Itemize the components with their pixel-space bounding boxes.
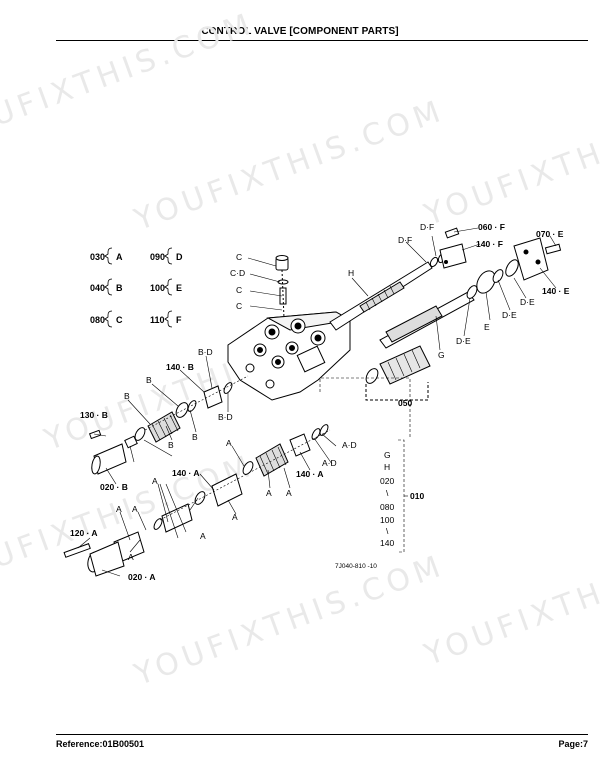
end-plate-f xyxy=(439,227,467,269)
spring-assembly-050 xyxy=(365,345,431,401)
callout-label: B xyxy=(146,375,152,385)
footer-rule xyxy=(56,734,588,735)
callout-label: 140 · A xyxy=(296,469,324,479)
callout-label: B·D xyxy=(198,347,213,357)
callout-label: A xyxy=(266,488,272,498)
legend-num: 080 xyxy=(90,315,105,325)
reference-number: Reference:01B00501 xyxy=(56,739,145,749)
callout-label: 020 · B xyxy=(100,482,128,492)
legend-letter: C xyxy=(116,315,123,325)
stack-item: \ xyxy=(386,526,389,536)
callout-label: H xyxy=(348,268,354,278)
callout-labels: C C·D C C H D·F D·F 060 · F 140 · F 070 … xyxy=(70,222,570,582)
stack-item: 080 xyxy=(380,502,394,512)
drawing-code: 7J040-810 -10 xyxy=(335,563,377,570)
spool-h xyxy=(329,252,447,331)
callout-label: 140 · B xyxy=(166,362,194,372)
legend-letter: F xyxy=(176,315,182,325)
callout-label: A·D xyxy=(342,440,357,450)
callout-label: 140 · E xyxy=(542,286,570,296)
callout-label: B xyxy=(192,432,198,442)
legend-letter: B xyxy=(116,283,123,293)
spool-a-parts xyxy=(63,424,331,577)
callout-label: D·E xyxy=(520,297,535,307)
callout-label: A xyxy=(152,476,158,486)
callout-label: A xyxy=(226,438,232,448)
legend-num: 030 xyxy=(90,252,105,262)
callout-label: B xyxy=(168,440,174,450)
callout-label: C xyxy=(236,301,242,311)
callout-label: 130 · B xyxy=(80,410,108,420)
callout-label: D·E xyxy=(502,310,517,320)
header-rule xyxy=(56,40,588,41)
stack-item: H xyxy=(384,462,390,472)
callout-label: B·D xyxy=(218,412,233,422)
stack-item: G xyxy=(384,450,391,460)
callout-label: B xyxy=(124,391,130,401)
page-title: CONTROL VALVE [COMPONENT PARTS] xyxy=(201,26,399,37)
callout-label: C xyxy=(236,285,242,295)
callout-label: A xyxy=(200,531,206,541)
callout-label: 140 · F xyxy=(476,239,503,249)
legend-num: 100 xyxy=(150,283,165,293)
callout-label: A xyxy=(128,552,134,562)
callout-label: A xyxy=(132,504,138,514)
callout-label: 120 · A xyxy=(70,528,98,538)
callout-label: 140 · A xyxy=(172,468,200,478)
callout-label: C xyxy=(236,252,242,262)
callout-label: A xyxy=(232,512,238,522)
callout-label: A·D xyxy=(322,458,337,468)
callout-label: G xyxy=(438,350,445,360)
stack-item: \ xyxy=(386,488,389,498)
callout-label: 010 xyxy=(410,491,424,501)
spool-g xyxy=(379,237,562,349)
leader-lines xyxy=(77,227,557,577)
callout-label: D·E xyxy=(456,336,471,346)
stack-item: 100 xyxy=(380,515,394,525)
stack-item: 020 xyxy=(380,476,394,486)
callout-label: A xyxy=(286,488,292,498)
legend-letter: D xyxy=(176,252,183,262)
legend-num: 090 xyxy=(150,252,165,262)
callout-label: 060 · F xyxy=(478,222,505,232)
legend-num: 040 xyxy=(90,283,105,293)
callout-label: 020 · A xyxy=(128,572,156,582)
valve-body xyxy=(227,311,352,401)
legend-num: 110 xyxy=(150,315,165,325)
legend-letter: A xyxy=(116,252,123,262)
callout-label: C·D xyxy=(230,268,245,278)
callout-label: A xyxy=(116,504,122,514)
spool-b-parts xyxy=(88,375,249,475)
legend-letter: E xyxy=(176,283,182,293)
page-number: Page:7 xyxy=(558,739,588,749)
assembly-stack-list: G H 020 \ 080 100 \ 140 xyxy=(380,450,394,548)
plug-c xyxy=(275,255,289,319)
callout-label: 070 · E xyxy=(536,229,564,239)
callout-label: 050 xyxy=(398,398,412,408)
parts-legend: 030 A 040 B 080 C 090 D 100 E 110 F xyxy=(90,247,183,328)
stack-item: 140 xyxy=(380,538,394,548)
callout-label: E xyxy=(484,322,490,332)
callout-label: D·F xyxy=(420,222,434,232)
callout-label: D·F xyxy=(398,235,412,245)
